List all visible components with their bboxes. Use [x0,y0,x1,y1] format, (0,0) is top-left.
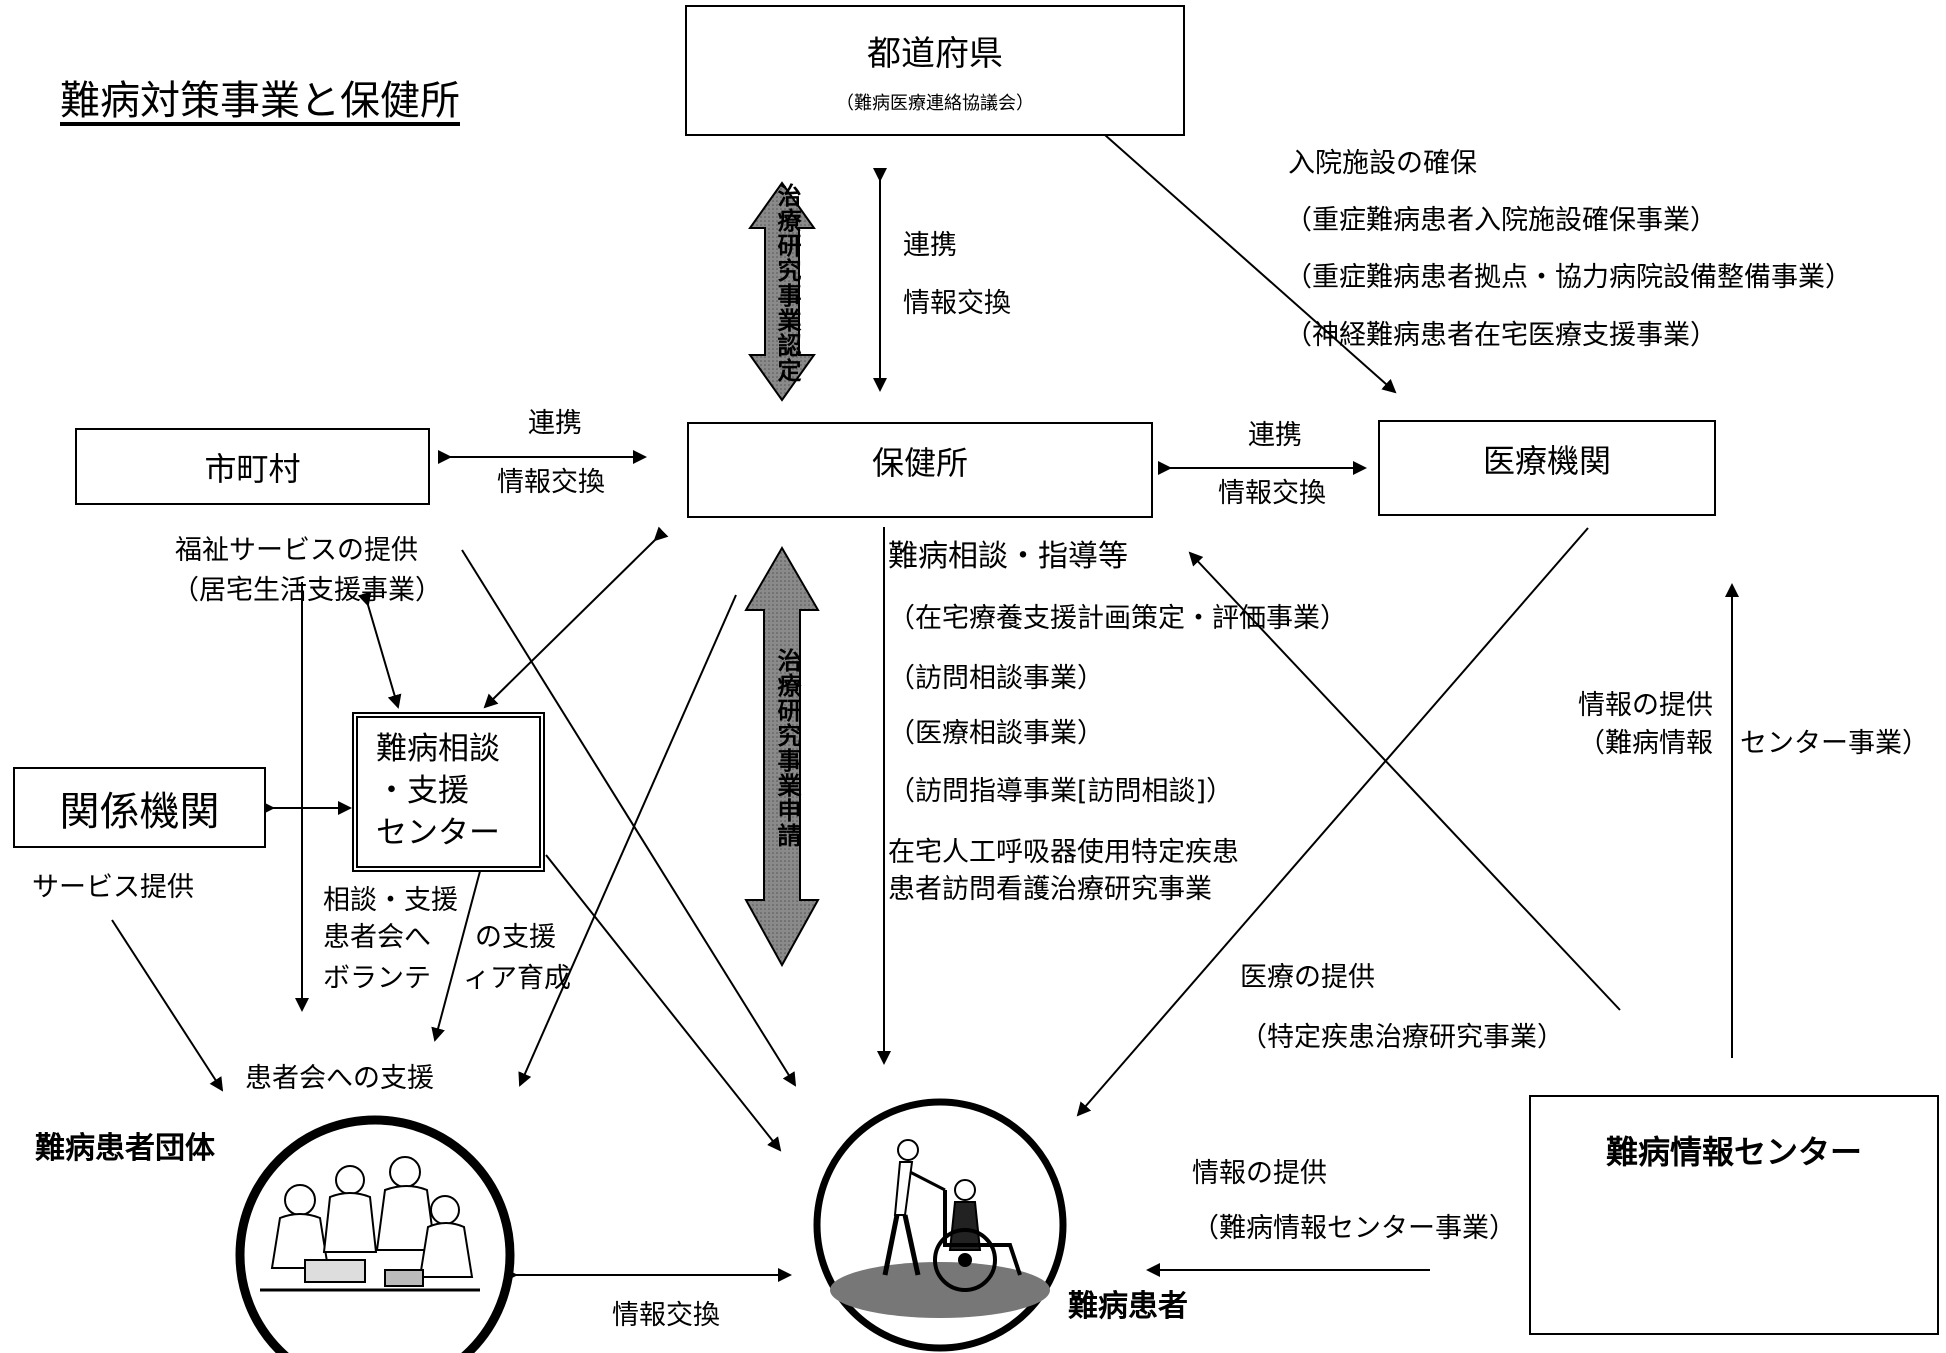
support-center-line1: 難病相談 [376,731,500,768]
hospital-label-3: （重症難病患者拠点・協力病院設備整備事業） [1285,262,1852,293]
consult-label-1: 難病相談・指導等 [888,539,1128,574]
welfare-support-arrow [357,591,402,709]
research-approval-double-arrow [748,181,816,402]
medical-prov-label-2: （特定疾患治療研究事業） [1240,1022,1564,1053]
hospital-label-2: （重症難病患者入院施設確保事業） [1285,205,1717,236]
hc-group-arrow [518,594,737,1087]
hospital-label-4: （神経難病患者在宅医療支援事業） [1285,320,1717,351]
info-prov-label-2: （難病情報 センター事業） [1578,728,1929,759]
exchange-bottom-label: 情報交換 [612,1300,720,1331]
research-approval-label: 治療研究事業認定 [773,183,801,383]
prefecture-box: 都道府県 （難病医療連絡協議会） [685,5,1185,136]
info-prov-bottom-label-2: （難病情報センター事業） [1192,1213,1516,1244]
hc-med-label-1: 連携 [1248,420,1302,451]
meeting-people-icon [260,1155,485,1315]
patient-groups-label: 難病患者団体 [35,1131,215,1166]
patients-label: 難病患者 [1068,1289,1188,1324]
hc-med-label-2: 情報交換 [1218,478,1326,509]
muni-hc-label-1: 連携 [528,408,582,439]
support-patient-arrow [545,854,782,1152]
info-prov-bottom-label-1: 情報の提供 [1192,1158,1327,1189]
page-title: 難病対策事業と保健所 [60,78,460,124]
med-patient-arrow [1076,527,1589,1117]
research-application-double-arrow [744,546,820,968]
wheelchair-caregiver-icon [830,1139,1050,1318]
service-label: サービス提供 [32,872,194,903]
support-label-1: 相談・支援 [323,885,458,916]
health-center-box: 保健所 [687,422,1153,518]
support-center-line2: ・支援 [376,773,469,810]
group-support-label: 患者会への支援 [245,1063,434,1094]
support-center-box: 難病相談 ・支援 センター [352,712,545,872]
support-center-line3: センター [376,814,500,851]
municipality-box: 市町村 [75,428,430,505]
pref-med-arrow [1104,134,1397,394]
support-label-2b: の支援 [475,922,556,953]
consult-label-2: （在宅療養支援計画策定・評価事業） [888,603,1347,634]
related-agencies-box: 関係機関 [13,767,266,848]
service-group-arrow [111,919,224,1092]
hospital-label-1: 入院施設の確保 [1288,148,1477,179]
welfare-label-2: （居宅生活支援事業） [172,575,442,606]
consult-label-6: 在宅人工呼吸器使用特定疾患 [888,837,1239,868]
patient-consult-arrow [1188,551,1621,1011]
research-application-label: 治療研究事業申請 [773,648,801,848]
support-label-3b: ィア育成 [463,963,571,994]
pref-hc-label-1: 連携 [903,230,957,261]
info-center-box: 難病情報センター [1529,1095,1939,1335]
medical-prov-label-1: 医療の提供 [1240,962,1375,993]
consult-label-7: 患者訪問看護治療研究事業 [888,874,1212,905]
support-label-3a: ボランテ [323,963,431,994]
consult-label-4: （医療相談事業） [888,718,1104,749]
pref-hc-label-2: 情報交換 [903,288,1011,319]
prefecture-name: 都道府県 [867,34,1003,74]
hc-support-arrow [483,526,669,709]
consult-label-5: （訪問指導事業[訪問相談]） [888,776,1234,807]
muni-hc-label-2: 情報交換 [497,467,605,498]
consult-label-3: （訪問相談事業） [888,663,1104,694]
info-center-name: 難病情報センター [1605,1133,1862,1171]
medical-institution-box: 医療機関 [1378,420,1716,516]
prefecture-sub: （難病医療連絡協議会） [836,93,1034,114]
support-label-2a: 患者会へ [323,922,431,953]
info-prov-label-1: 情報の提供 [1578,690,1713,721]
support-group-arrow [431,859,484,1042]
welfare-label-1: 福祉サービスの提供 [175,535,418,566]
